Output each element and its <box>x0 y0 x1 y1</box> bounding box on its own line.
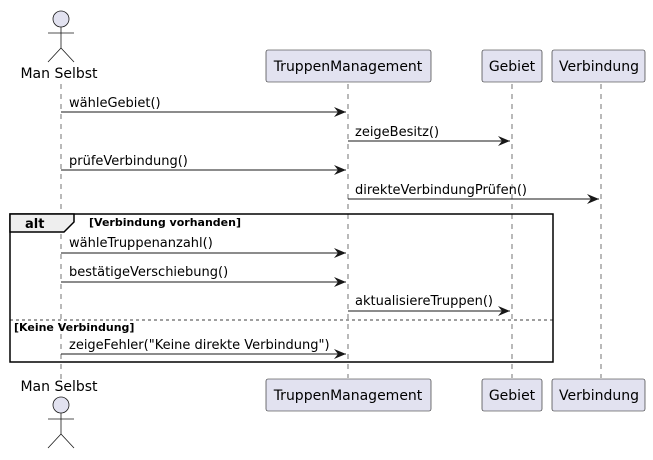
svg-text:Verbindung: Verbindung <box>559 59 639 75</box>
svg-text:Gebiet: Gebiet <box>489 388 536 404</box>
alt-guard-1: [Verbindung vorhanden] <box>89 216 241 229</box>
message-7 <box>348 306 510 316</box>
participant-verbindung-bottom: Verbindung <box>551 378 646 412</box>
message-label-8: zeigeFehler("Keine direkte Verbindung") <box>69 338 330 353</box>
message-label-1: wähleGebiet() <box>69 96 161 111</box>
message-label-5: wähleTruppenanzahl() <box>69 236 213 251</box>
message-8 <box>61 349 346 359</box>
message-label-4: direkteVerbindungPrüfen() <box>355 183 527 198</box>
participant-gebiet-bottom: Gebiet <box>481 378 543 412</box>
message-6 <box>61 277 346 287</box>
message-label-7: aktualisiereTruppen() <box>355 294 493 309</box>
participant-truppenmanagement-top: TruppenManagement <box>265 49 432 83</box>
alt-guard-2: [Keine Verbindung] <box>14 321 134 334</box>
message-label-3: prüfeVerbindung() <box>69 154 188 169</box>
svg-text:TruppenManagement: TruppenManagement <box>273 59 423 75</box>
actor-label-bottom: Man Selbst <box>20 379 98 395</box>
alt-fragment <box>9 213 554 363</box>
participant-gebiet-top: Gebiet <box>481 49 543 83</box>
message-1 <box>61 107 346 117</box>
message-5 <box>61 248 346 258</box>
message-label-2: zeigeBesitz() <box>355 125 439 140</box>
svg-text:TruppenManagement: TruppenManagement <box>273 388 423 404</box>
svg-text:Gebiet: Gebiet <box>489 59 536 75</box>
participant-verbindung-top: Verbindung <box>551 49 646 83</box>
svg-text:Verbindung: Verbindung <box>559 388 639 404</box>
actor-label-top: Man Selbst <box>20 66 98 82</box>
alt-keyword: alt <box>25 217 44 232</box>
message-2 <box>348 136 510 146</box>
message-4 <box>348 194 599 204</box>
actor-figure-top <box>47 10 75 63</box>
message-3 <box>61 165 346 175</box>
participant-truppenmanagement-bottom: TruppenManagement <box>265 378 432 412</box>
message-label-6: bestätigeVerschiebung() <box>69 265 228 280</box>
actor-figure-bottom <box>47 396 75 449</box>
